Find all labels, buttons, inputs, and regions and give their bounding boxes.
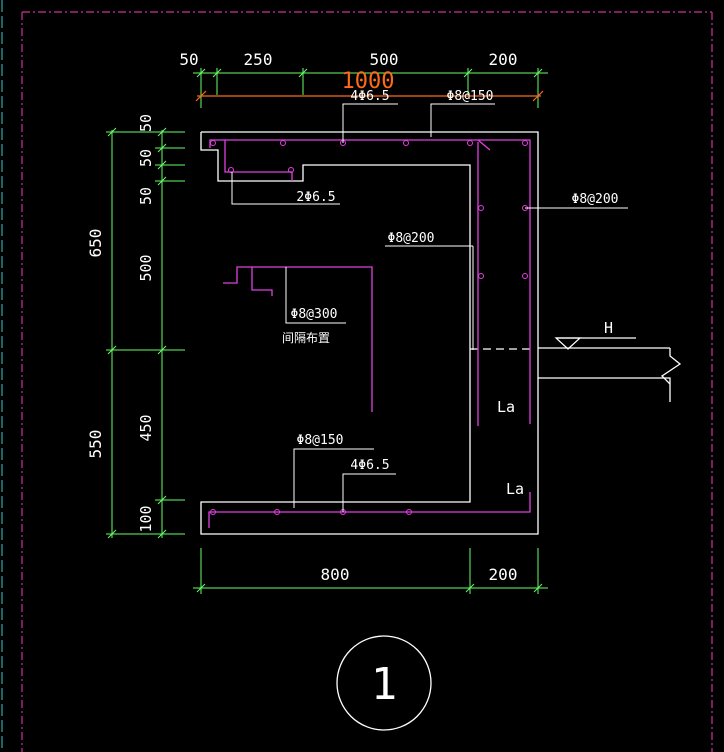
left-dim-inner-2: 50 xyxy=(137,149,155,167)
water-level-label: H xyxy=(604,319,613,337)
total-dimension-line xyxy=(195,90,544,102)
bottom-dim-2: 200 xyxy=(489,565,518,584)
left-dim-inner-3: 50 xyxy=(137,187,155,205)
water-level-symbol xyxy=(470,337,636,350)
bottom-dim-1: 800 xyxy=(321,565,350,584)
label-bottom-stirrup: Φ8@150 xyxy=(297,433,344,448)
label-wall-inner-bars: Φ8@200 xyxy=(388,231,435,246)
left-dim-inner-5: 450 xyxy=(137,414,155,441)
left-dim-inner-6: 100 xyxy=(137,505,155,532)
label-corner-note: 间隔布置 xyxy=(282,331,330,345)
top-dim-4: 200 xyxy=(489,50,518,69)
left-dim-outer-2: 550 xyxy=(86,430,105,459)
detail-marker-circle xyxy=(336,635,432,731)
label-top-long-bars: 4Φ6.5 xyxy=(350,89,389,104)
label-wall-vertical-bars: Φ8@200 xyxy=(572,192,619,207)
label-corner-bar: Φ8@300 xyxy=(291,307,338,322)
rebar-dots xyxy=(210,140,528,515)
total-dimension-label: 1000 xyxy=(342,69,395,94)
top-dim-1: 50 xyxy=(179,50,198,69)
concrete-outline xyxy=(200,131,682,535)
detail-number: 1 xyxy=(371,659,398,710)
left-dim-inner-4: 500 xyxy=(137,254,155,281)
anchorage-label-wall: La xyxy=(497,398,515,416)
label-bottom-long-bars: 4Φ6.5 xyxy=(350,458,389,473)
leader-lines xyxy=(231,103,628,512)
label-top-stirrup: Φ8@150 xyxy=(447,89,494,104)
top-dim-2: 250 xyxy=(244,50,273,69)
left-dim-outer-1: 650 xyxy=(86,229,105,258)
label-top-small-bars: 2Φ6.5 xyxy=(296,190,335,205)
anchorage-label-base: La xyxy=(506,480,524,498)
rebar-lines xyxy=(208,139,531,528)
top-dim-3: 500 xyxy=(370,50,399,69)
left-dim-inner-1: 50 xyxy=(137,114,155,132)
dimension-lines xyxy=(106,68,548,594)
